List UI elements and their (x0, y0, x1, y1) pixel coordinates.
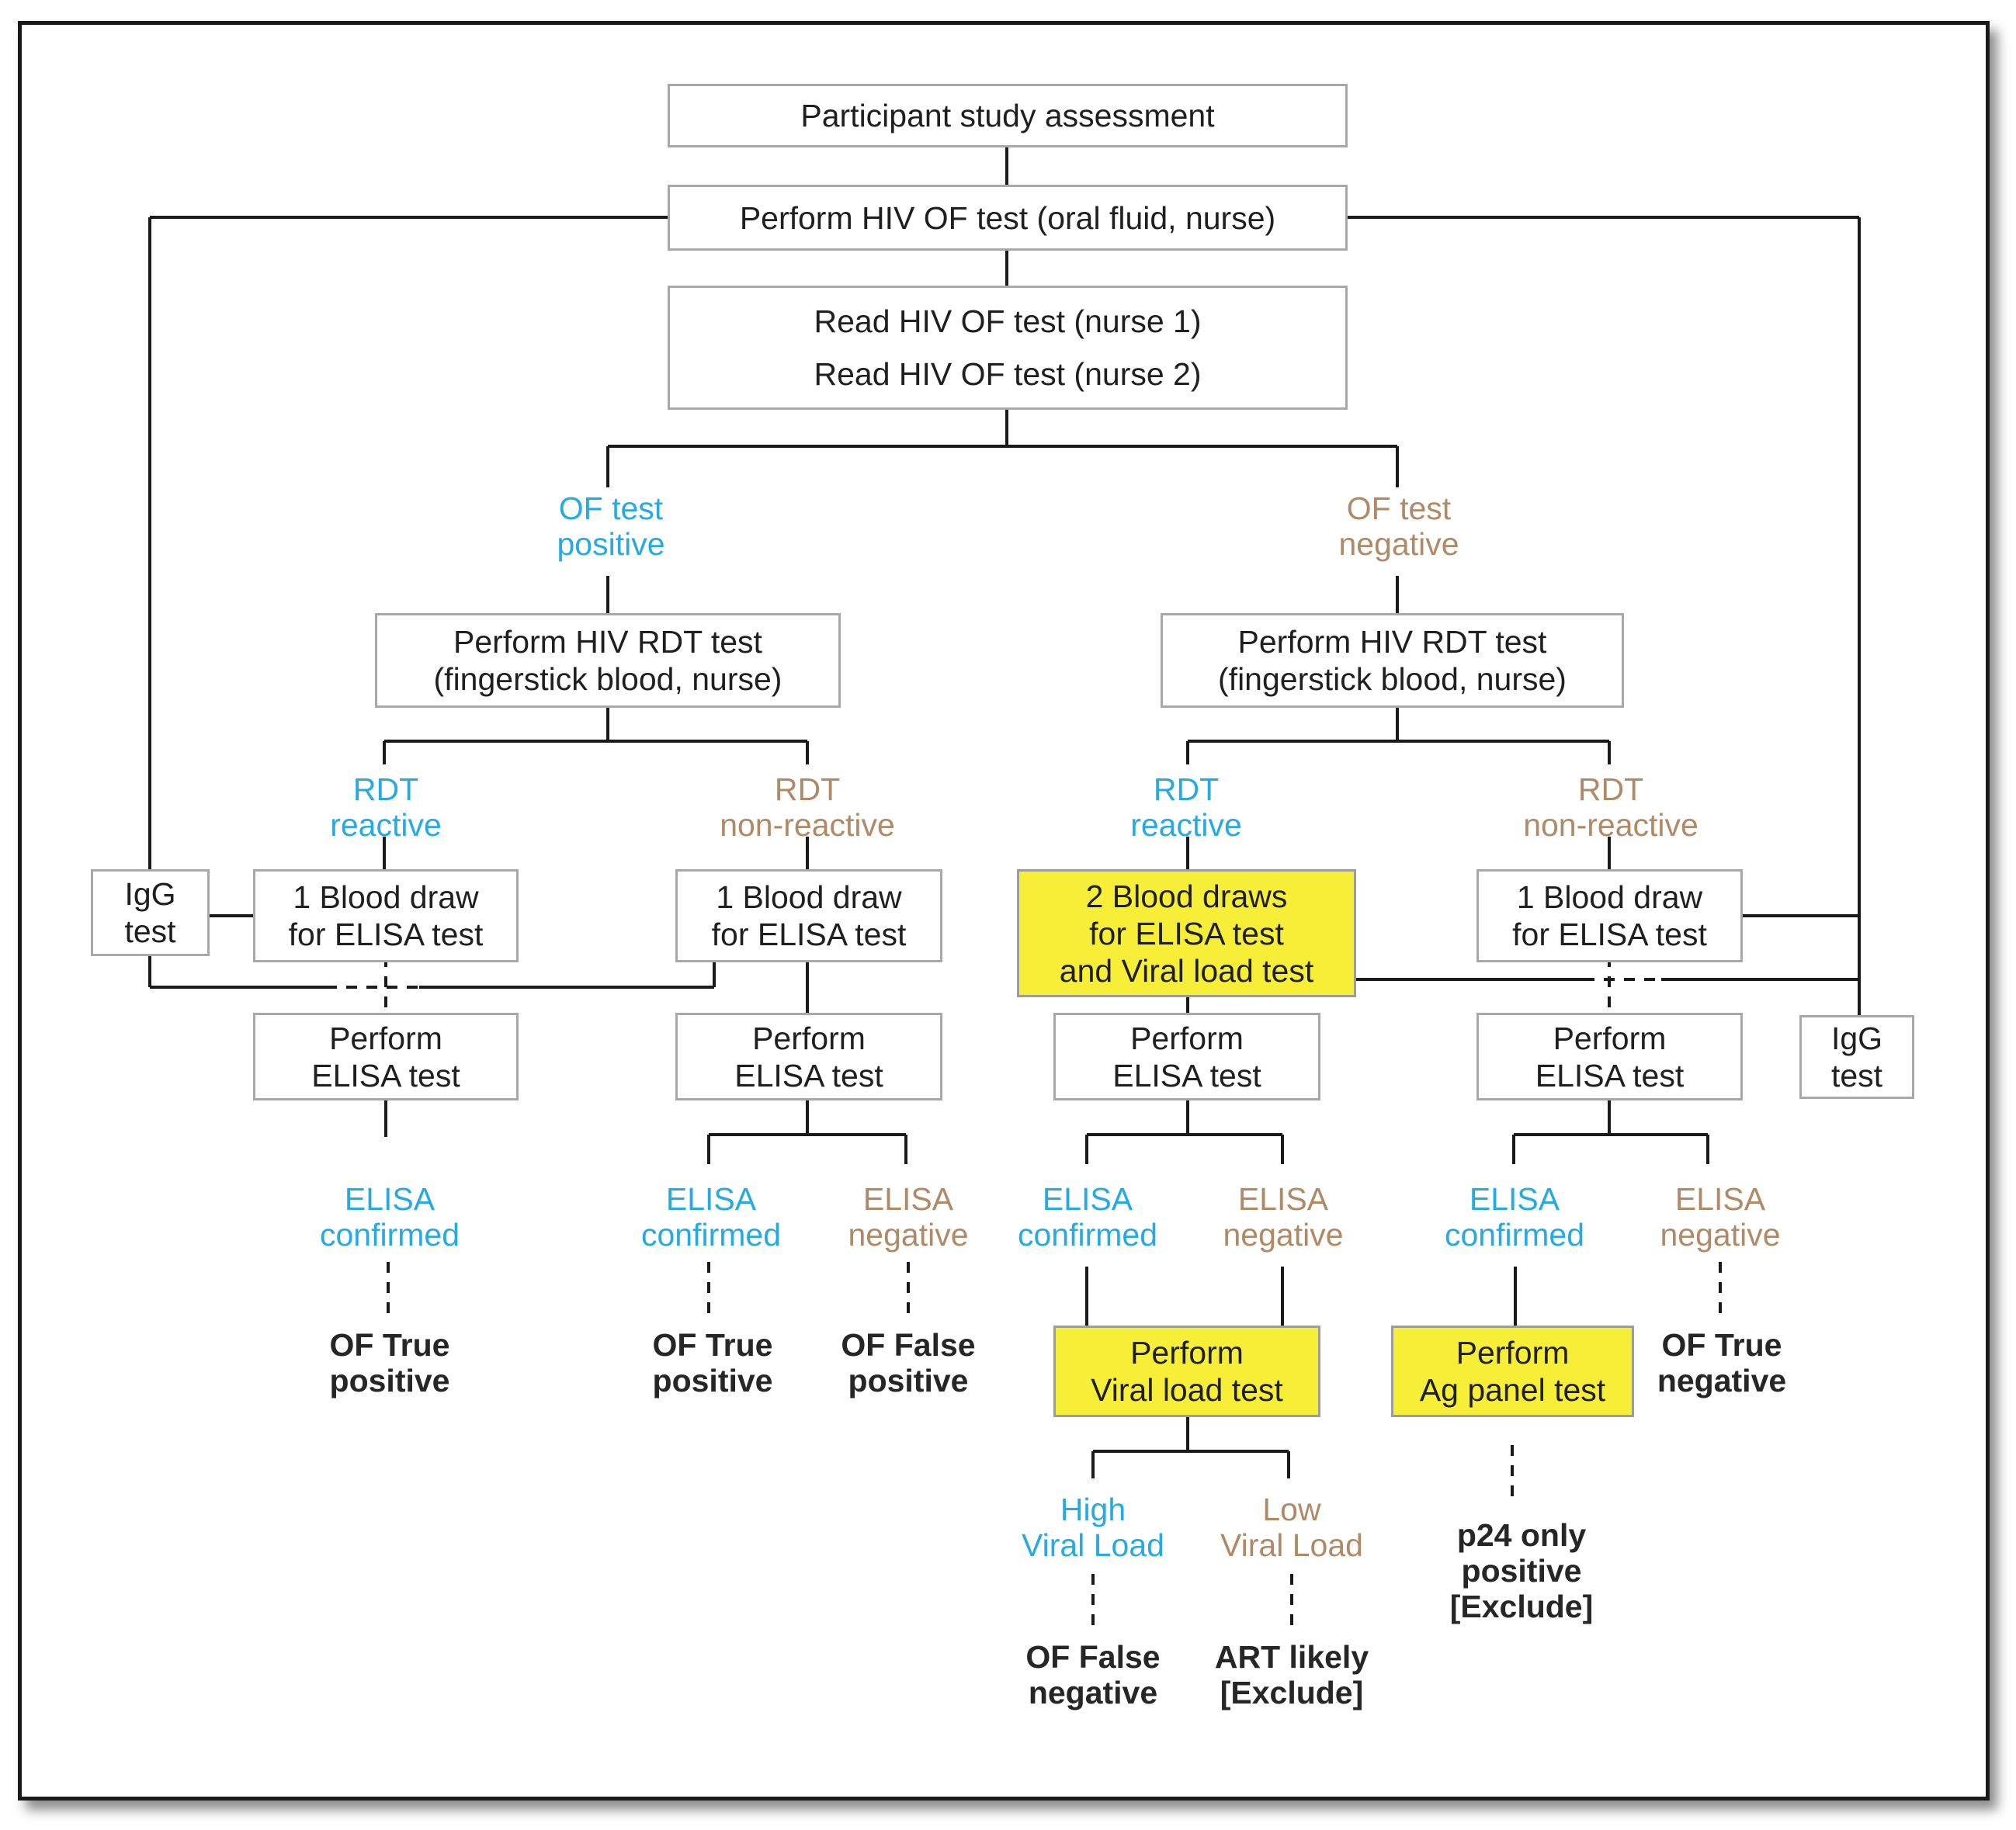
rdt-reactive-label-1: RDT reactive (330, 771, 442, 843)
elisa-negative-label-4: ELISA negative (1660, 1181, 1781, 1253)
outcome-p24-only-positive: p24 only positive [Exclude] (1449, 1517, 1594, 1624)
perform-elisa-box-3: Perform ELISA test (1053, 1013, 1320, 1100)
outcome-of-true-negative: OF True negative (1657, 1327, 1787, 1398)
elisa-negative-label-2: ELISA negative (848, 1181, 969, 1253)
outcome-of-false-negative: OF False negative (1025, 1639, 1161, 1710)
rdt-nonreactive-label-1: RDT non-reactive (720, 771, 895, 843)
perform-elisa-box-4: Perform ELISA test (1476, 1013, 1743, 1100)
read-of-test-nurse-1: Read HIV OF test (nurse 1) (814, 303, 1202, 340)
outcome-of-false-positive: OF False positive (841, 1327, 976, 1398)
perform-of-test-box: Perform HIV OF test (oral fluid, nurse) (668, 185, 1348, 251)
of-test-positive-label: OF test positive (557, 490, 665, 562)
perform-viral-load-box: Perform Viral load test (1053, 1326, 1320, 1417)
elisa-confirmed-label-4: ELISA confirmed (1444, 1181, 1585, 1253)
read-of-test-box: Read HIV OF test (nurse 1) Read HIV OF t… (668, 286, 1348, 410)
read-of-test-nurse-2: Read HIV OF test (nurse 2) (814, 355, 1202, 392)
rdt-reactive-label-2: RDT reactive (1130, 771, 1242, 843)
blood-draws-viral-load-box: 2 Blood draws for ELISA test and Viral l… (1017, 869, 1356, 997)
perform-rdt-left-box: Perform HIV RDT test (fingerstick blood,… (375, 613, 841, 708)
blood-draw-box-4: 1 Blood draw for ELISA test (1476, 869, 1743, 962)
perform-elisa-box-1: Perform ELISA test (253, 1013, 519, 1100)
participant-assessment-box: Participant study assessment (668, 84, 1348, 147)
igg-test-right-box: IgG test (1799, 1015, 1914, 1099)
igg-test-left-box: IgG test (91, 869, 210, 956)
elisa-confirmed-label-3: ELISA confirmed (1017, 1181, 1158, 1253)
elisa-negative-label-3: ELISA negative (1223, 1181, 1344, 1253)
high-viral-load-label: High Viral Load (1022, 1492, 1164, 1563)
outcome-art-likely: ART likely [Exclude] (1214, 1639, 1369, 1710)
perform-elisa-box-2: Perform ELISA test (675, 1013, 942, 1100)
elisa-confirmed-label-1: ELISA confirmed (319, 1181, 460, 1253)
blood-draw-box-2: 1 Blood draw for ELISA test (675, 869, 942, 962)
rdt-nonreactive-label-2: RDT non-reactive (1523, 771, 1699, 843)
blood-draw-box-1: 1 Blood draw for ELISA test (253, 869, 519, 962)
perform-rdt-right-box: Perform HIV RDT test (fingerstick blood,… (1161, 613, 1624, 708)
of-test-negative-label: OF test negative (1338, 490, 1459, 562)
outcome-of-true-positive-2: OF True positive (652, 1327, 773, 1398)
perform-ag-panel-box: Perform Ag panel test (1391, 1326, 1634, 1417)
outcome-of-true-positive-1: OF True positive (329, 1327, 450, 1398)
elisa-confirmed-label-2: ELISA confirmed (640, 1181, 782, 1253)
low-viral-load-label: Low Viral Load (1220, 1492, 1363, 1563)
